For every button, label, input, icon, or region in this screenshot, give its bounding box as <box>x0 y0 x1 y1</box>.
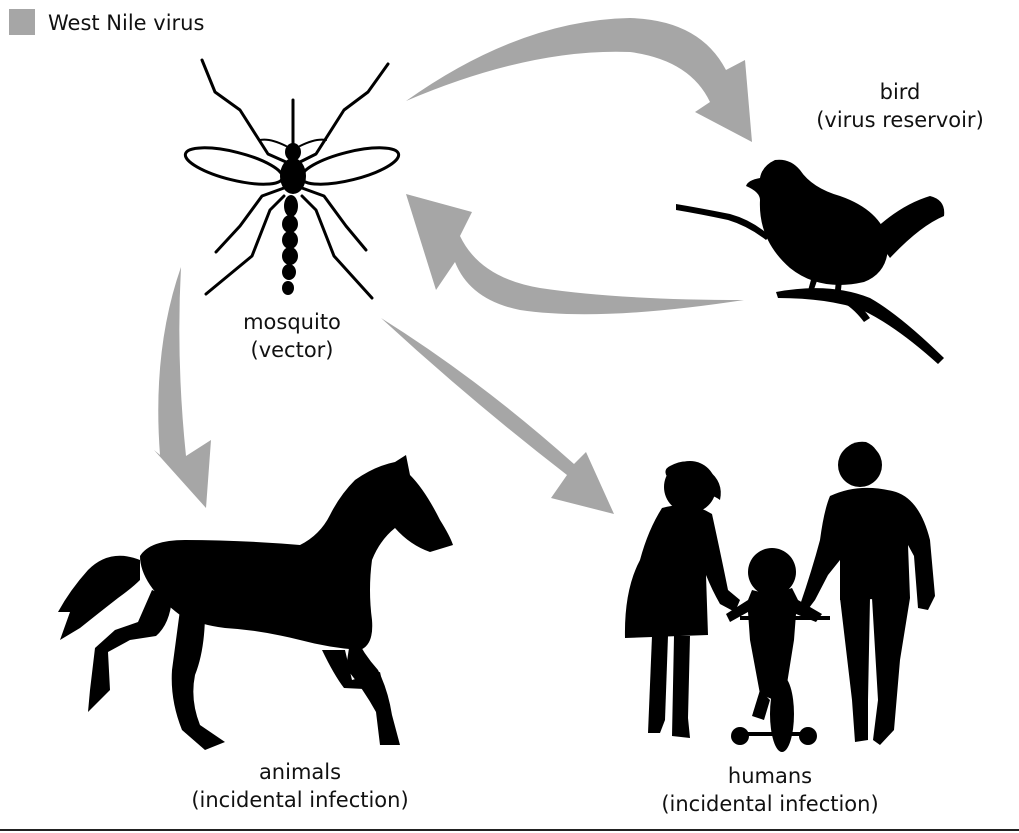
bird-caption: bird (virus reservoir) <box>800 78 1000 134</box>
humans-name: humans <box>640 762 900 790</box>
humans-icon <box>625 442 935 752</box>
bird-icon <box>676 160 944 364</box>
man-figure <box>800 442 935 745</box>
mosquito-role: (vector) <box>222 336 362 364</box>
arrow-mosquito-to-animals <box>154 267 211 508</box>
animals-role: (incidental infection) <box>170 786 430 814</box>
mosquito-icon <box>182 60 402 298</box>
animals-caption: animals (incidental infection) <box>170 758 430 814</box>
bottom-rule <box>0 829 1019 831</box>
arrow-mosquito-to-bird <box>406 18 752 142</box>
humans-role: (incidental infection) <box>640 790 900 818</box>
bird-name: bird <box>800 78 1000 106</box>
bird-role: (virus reservoir) <box>800 106 1000 134</box>
humans-caption: humans (incidental infection) <box>640 762 900 818</box>
legend-swatch <box>9 9 35 35</box>
woman-figure <box>625 461 740 738</box>
arrows <box>154 18 752 514</box>
horse-icon <box>58 455 453 750</box>
animals-name: animals <box>170 758 430 786</box>
mosquito-name: mosquito <box>222 308 362 336</box>
legend-label: West Nile virus <box>48 10 204 36</box>
mosquito-caption: mosquito (vector) <box>222 308 362 364</box>
